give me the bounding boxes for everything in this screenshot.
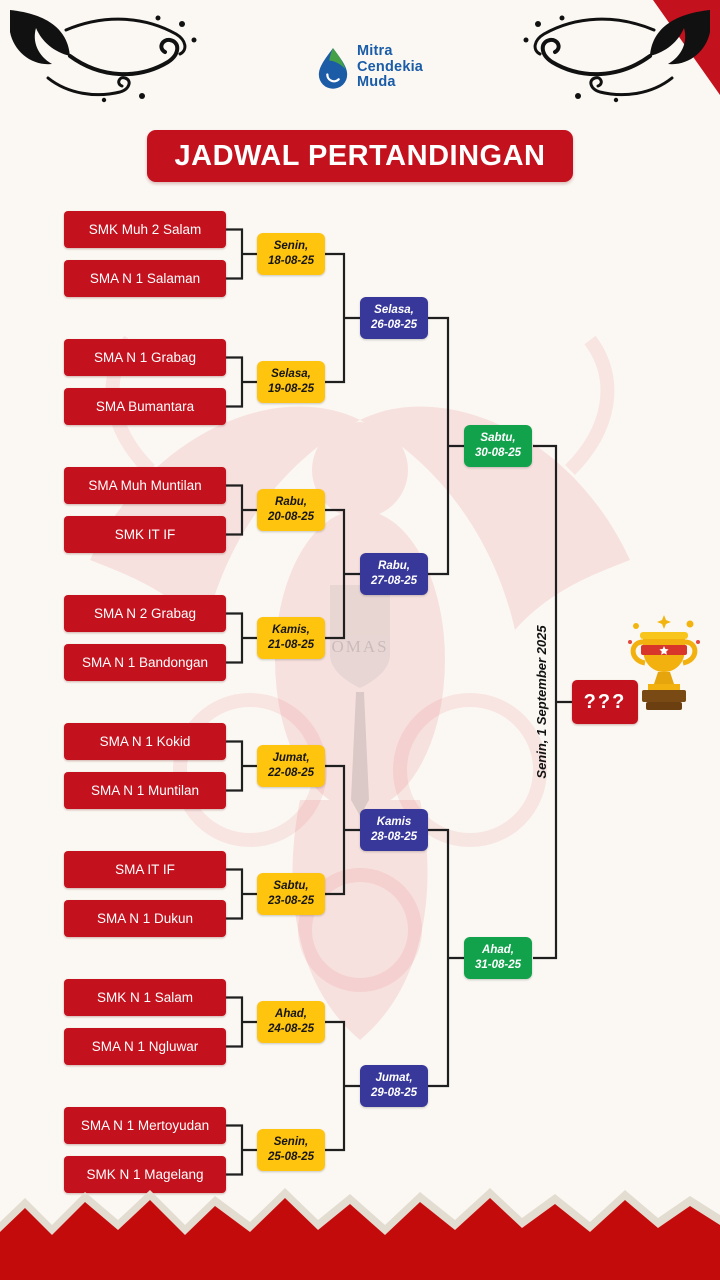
team-box: SMA Bumantara	[64, 388, 226, 425]
logo-wordmark: Mitra Cendekia Muda	[357, 43, 424, 91]
team-box: SMA N 1 Dukun	[64, 900, 226, 937]
team-box: SMA N 1 Ngluwar	[64, 1028, 226, 1065]
match-date: 18-08-25	[267, 255, 315, 267]
logo-drop-icon	[318, 48, 348, 90]
match-date: 22-08-25	[267, 767, 315, 779]
team-box: SMA N 1 Kokid	[64, 723, 226, 760]
match-day: Senin,	[273, 240, 309, 253]
final-winner-label: ???	[583, 690, 627, 713]
torn-paper-edge	[0, 1188, 720, 1280]
match-day: Ahad,	[275, 1008, 307, 1021]
match-date: 20-08-25	[267, 511, 315, 523]
match-date: 27-08-25	[370, 575, 418, 587]
team-box: SMK N 1 Salam	[64, 979, 226, 1016]
page-title: JADWAL PERTANDINGAN	[174, 139, 546, 172]
watermark-text: OMAS	[331, 637, 388, 656]
team-box: SMA IT IF	[64, 851, 226, 888]
logo: Mitra Cendekia Muda	[316, 43, 424, 91]
match-date-box: Sabtu, 23-08-25	[257, 873, 325, 915]
match-day: Sabtu,	[273, 880, 309, 893]
match-day: Sabtu,	[480, 432, 516, 445]
match-date: 24-08-25	[267, 1023, 315, 1035]
trophy-icon	[628, 615, 700, 710]
match-day: Selasa,	[374, 304, 414, 317]
match-day: Kamis	[376, 816, 412, 829]
match-date: 25-08-25	[267, 1151, 315, 1163]
match-date-box: Jumat, 22-08-25	[257, 745, 325, 787]
match-day: Jumat,	[375, 1072, 413, 1085]
match-day: Rabu,	[275, 496, 307, 509]
team-box: SMA Muh Muntilan	[64, 467, 226, 504]
match-date: 26-08-25	[370, 319, 418, 331]
match-date-box: Kamis, 21-08-25	[257, 617, 325, 659]
watermark-crest: OMAS	[330, 585, 390, 816]
match-date: 29-08-25	[370, 1087, 418, 1099]
match-day: Rabu,	[378, 560, 410, 573]
match-day: Senin,	[273, 1136, 309, 1149]
quarterfinal-date-box: Kamis 28-08-25	[360, 809, 428, 851]
match-date: 23-08-25	[267, 895, 315, 907]
quarterfinal-date-box: Selasa, 26-08-25	[360, 297, 428, 339]
title-banner: JADWAL PERTANDINGAN	[147, 130, 573, 182]
corner-flourish-right-icon	[523, 10, 710, 103]
quarterfinal-date-box: Rabu, 27-08-25	[360, 553, 428, 595]
team-box: SMA N 1 Salaman	[64, 260, 226, 297]
semifinal-date-box: Ahad, 31-08-25	[464, 937, 532, 979]
team-box: SMA N 1 Mertoyudan	[64, 1107, 226, 1144]
logo-line-3: Muda	[357, 74, 396, 91]
match-date-box: Selasa, 19-08-25	[257, 361, 325, 403]
quarterfinal-date-box: Jumat, 29-08-25	[360, 1065, 428, 1107]
team-box: SMK N 1 Magelang	[64, 1156, 226, 1193]
team-box: SMK Muh 2 Salam	[64, 211, 226, 248]
match-date: 31-08-25	[474, 959, 522, 971]
final-winner-box: ???	[572, 680, 638, 724]
team-box: SMA N 1 Muntilan	[64, 772, 226, 809]
match-day: Ahad,	[482, 944, 514, 957]
match-date-box: Senin, 18-08-25	[257, 233, 325, 275]
match-date: 19-08-25	[267, 383, 315, 395]
team-box: SMK IT IF	[64, 516, 226, 553]
match-date: 30-08-25	[474, 447, 522, 459]
match-day: Kamis,	[272, 624, 310, 637]
match-date: 28-08-25	[370, 831, 418, 843]
team-box: SMA N 2 Grabag	[64, 595, 226, 632]
match-date-box: Senin, 25-08-25	[257, 1129, 325, 1171]
team-box: SMA N 1 Bandongan	[64, 644, 226, 681]
match-date-box: Ahad, 24-08-25	[257, 1001, 325, 1043]
match-day: Jumat,	[272, 752, 310, 765]
corner-flourish-left-icon	[10, 10, 197, 103]
team-box: SMA N 1 Grabag	[64, 339, 226, 376]
semifinal-date-box: Sabtu, 30-08-25	[464, 425, 532, 467]
match-date: 21-08-25	[267, 639, 315, 651]
final-date-note: Senin, 1 September 2025	[534, 625, 549, 779]
match-day: Selasa,	[271, 368, 311, 381]
logo-line-2: Cendekia	[357, 58, 424, 75]
match-date-box: Rabu, 20-08-25	[257, 489, 325, 531]
logo-line-1: Mitra	[357, 43, 393, 59]
